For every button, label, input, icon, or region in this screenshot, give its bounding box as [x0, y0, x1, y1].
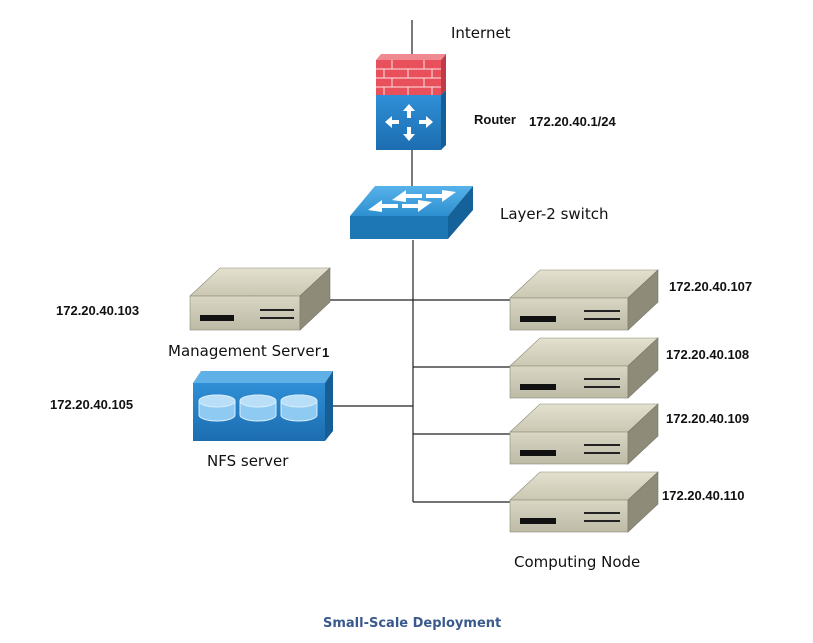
- diagram-caption: Small-Scale Deployment: [323, 616, 502, 631]
- computing-node-icon: [509, 269, 659, 331]
- mgmt-server-label: Management Server: [168, 342, 321, 360]
- connection-lines: [330, 20, 510, 503]
- nfs-server-label: NFS server: [207, 452, 289, 470]
- nfs-ip-label: 172.20.40.105: [50, 397, 134, 412]
- internet-label: Internet: [451, 24, 511, 42]
- mgmt-ip-label: 172.20.40.103: [56, 303, 140, 318]
- computing-node-label: Computing Node: [514, 553, 641, 571]
- management-server-icon: [189, 267, 331, 331]
- node-ip-label: 172.20.40.107: [669, 279, 753, 294]
- computing-node-icon: [509, 403, 659, 465]
- computing-node-icon: [509, 471, 659, 533]
- node-ip-label: 172.20.40.109: [666, 411, 750, 426]
- computing-node-icon: [509, 337, 659, 399]
- node-ip-label: 172.20.40.108: [666, 347, 750, 362]
- switch-label: Layer-2 switch: [500, 205, 609, 223]
- switch-arrows-icon: [350, 186, 473, 239]
- mgmt-marker-label: 1: [322, 345, 330, 360]
- node-ip-label: 172.20.40.110: [662, 488, 745, 503]
- router-label: Router: [474, 112, 516, 127]
- router-arrows-icon: [376, 90, 446, 150]
- storage-disks-icon: [193, 371, 333, 441]
- router-ip-label: 172.20.40.1/24: [529, 114, 616, 129]
- router-device: [376, 54, 446, 150]
- brick-firewall-icon: [376, 54, 446, 95]
